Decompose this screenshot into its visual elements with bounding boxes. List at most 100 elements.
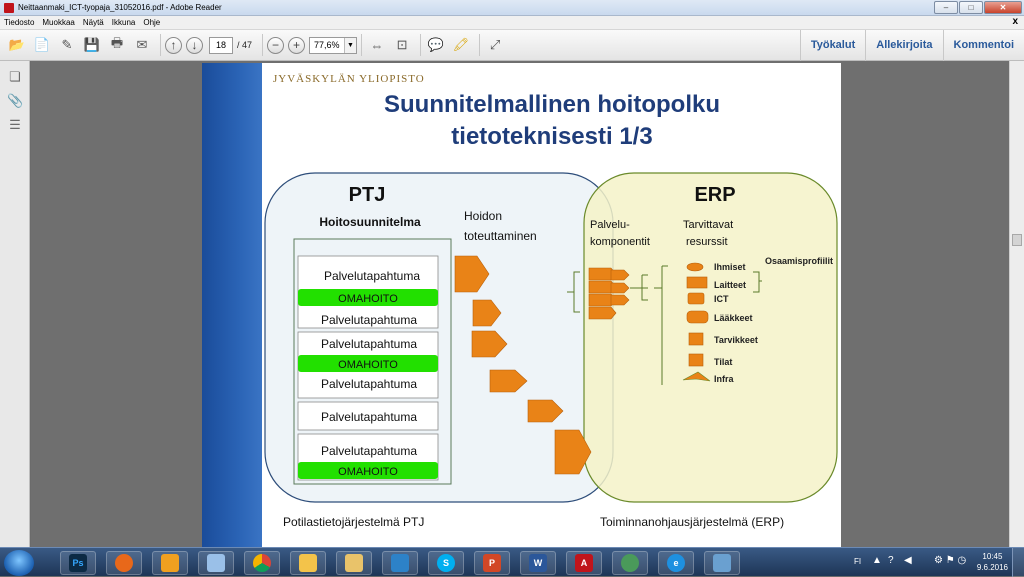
resource-label: ICT — [714, 294, 729, 304]
tools-link[interactable]: Työkalut — [800, 30, 865, 61]
resource-label: Ihmiset — [714, 262, 746, 272]
next-page-icon[interactable]: ↓ — [186, 37, 203, 54]
service-event: Palvelutapahtuma — [321, 377, 417, 391]
taskbar-app-skype[interactable]: S — [428, 551, 464, 575]
selfcare-label: OMAHOITO — [338, 293, 398, 305]
service-event: Palvelutapahtuma — [321, 444, 417, 458]
service-event: Palvelutapahtuma — [321, 313, 417, 327]
people-icon — [687, 263, 703, 271]
help-icon[interactable]: ? — [888, 555, 894, 566]
erp-full-name: Toiminnanohjausjärjestelmä (ERP) — [600, 515, 784, 529]
tray-icons[interactable]: ⚙ ⚑ ◷ — [934, 555, 966, 566]
toolbar: 📂 📄 ✎ 💾 🖶 ✉ ↑ ↓ 18 / 47 − + 77,6% ▼ ⇔ ⊡ 💬… — [0, 30, 1024, 61]
zoom-out-icon[interactable]: − — [267, 37, 284, 54]
highlight-icon[interactable]: 🖍 — [450, 34, 472, 56]
diagram: PTJ ERP Hoitosuunnitelma Hoidon toteutta… — [202, 63, 841, 547]
clock-time: 10:45 — [977, 551, 1008, 562]
taskbar-app-internet-explorer[interactable]: e — [658, 551, 694, 575]
fit-page-icon[interactable]: ⊡ — [391, 34, 413, 56]
page-number-input[interactable]: 18 — [209, 37, 233, 54]
equipment-icon — [687, 277, 707, 288]
taskbar-app-chrome[interactable] — [244, 551, 280, 575]
taskbar-app-outlook[interactable] — [290, 551, 326, 575]
clock[interactable]: 10:45 9.6.2016 — [977, 551, 1008, 573]
taskbar-app-word[interactable]: W — [520, 551, 556, 575]
resource-label: Lääkkeet — [714, 313, 753, 323]
start-button[interactable] — [4, 550, 34, 576]
adobe-reader-icon — [4, 3, 14, 13]
taskbar-app-paint[interactable] — [198, 551, 234, 575]
zoom-value: 77,6% — [314, 40, 340, 50]
taskbar-app-media[interactable] — [152, 551, 188, 575]
print-icon[interactable]: 🖶 — [106, 34, 128, 56]
resource-label: Infra — [714, 374, 734, 384]
erp-label: ERP — [694, 184, 735, 206]
open-icon[interactable]: 📂 — [6, 34, 28, 56]
taskbar-app-lync[interactable] — [382, 551, 418, 575]
navigation-pane: ❏ 📎 ☰ — [0, 61, 30, 547]
comment-icon[interactable]: 💬 — [425, 34, 447, 56]
taskbar-app-photos[interactable] — [704, 551, 740, 575]
sign-link[interactable]: Allekirjoita — [865, 30, 942, 61]
menu-item-help[interactable]: Ohje — [143, 18, 160, 27]
attachments-icon[interactable]: 📎 — [7, 93, 23, 109]
close-document-button[interactable]: x — [1012, 16, 1018, 27]
scrollbar-thumb[interactable] — [1012, 234, 1022, 246]
comment-link[interactable]: Kommentoi — [943, 30, 1024, 61]
page-total: / 47 — [237, 40, 252, 50]
zoom-select[interactable]: 77,6% ▼ — [309, 37, 357, 54]
previous-page-icon[interactable]: ↑ — [165, 37, 182, 54]
close-button[interactable]: ✕ — [984, 1, 1022, 14]
minimize-button[interactable]: – — [934, 1, 958, 14]
chevron-down-icon[interactable]: ▼ — [344, 38, 356, 53]
show-desktop-button[interactable] — [1012, 548, 1024, 577]
resource-label: Tarvikkeet — [714, 335, 758, 345]
taskbar-app-powerpoint[interactable]: P — [474, 551, 510, 575]
full-screen-icon[interactable]: ⤢ — [484, 34, 506, 56]
taskbar-app-photoshop[interactable]: Ps — [60, 551, 96, 575]
volume-icon[interactable]: ◀ — [904, 555, 912, 566]
page-thumbnails-icon[interactable]: ❏ — [7, 69, 23, 85]
ict-icon — [688, 293, 704, 304]
menu-item-file[interactable]: Tiedosto — [4, 18, 34, 27]
taskbar-app-firefox[interactable] — [106, 551, 142, 575]
care-plan-title: Hoitosuunnitelma — [319, 215, 421, 229]
taskbar: Ps S P W A e FI ▲ ? ◀ ⚙ ⚑ ◷ 10:45 9.6.20… — [0, 547, 1024, 576]
care-delivery-line2: toteuttaminen — [464, 229, 537, 243]
taskbar-app-explorer[interactable] — [336, 551, 372, 575]
taskbar-app-adobe-reader[interactable]: A — [566, 551, 602, 575]
supplies-icon — [689, 333, 703, 345]
menu-item-view[interactable]: Näytä — [83, 18, 104, 27]
selfcare-label: OMAHOITO — [338, 466, 398, 478]
save-icon[interactable]: 💾 — [81, 34, 103, 56]
service-event: Palvelutapahtuma — [324, 269, 420, 283]
fit-width-icon[interactable]: ⇔ — [366, 34, 388, 56]
system-tray: FI ▲ ? ◀ ⚙ ⚑ ◷ 10:45 9.6.2016 — [804, 548, 1024, 577]
menu-bar: Tiedosto Muokkaa Näytä Ikkuna Ohje x — [0, 16, 1024, 30]
required-resources-line2: resurssit — [686, 236, 728, 248]
vertical-scrollbar[interactable] — [1009, 61, 1024, 547]
pdf-page: JYVÄSKYLÄN YLIOPISTO Suunnitelmallinen h… — [202, 63, 841, 547]
maximize-button[interactable]: □ — [959, 1, 983, 14]
competence-profiles-label: Osaamisprofiilit — [765, 256, 833, 266]
zoom-in-icon[interactable]: + — [288, 37, 305, 54]
menu-item-window[interactable]: Ikkuna — [112, 18, 136, 27]
care-delivery-line1: Hoidon — [464, 209, 502, 223]
taskbar-app-network[interactable] — [612, 551, 648, 575]
network-icon[interactable]: ▲ — [872, 555, 882, 566]
clock-date: 9.6.2016 — [977, 562, 1008, 573]
medicine-icon — [687, 311, 708, 323]
email-icon[interactable]: ✉ — [131, 34, 153, 56]
ptj-full-name: Potilastietojärjestelmä PTJ — [283, 515, 424, 529]
resource-label: Laitteet — [714, 280, 746, 290]
ptj-label: PTJ — [349, 184, 386, 206]
window-titlebar: Neittaanmaki_ICT-tyopaja_31052016.pdf - … — [0, 0, 1024, 16]
bookmarks-icon[interactable]: ☰ — [7, 117, 23, 133]
facilities-icon — [689, 354, 703, 366]
selfcare-label: OMAHOITO — [338, 359, 398, 371]
language-indicator[interactable]: FI — [854, 557, 861, 566]
create-pdf-icon[interactable]: 📄 — [31, 34, 53, 56]
service-event: Palvelutapahtuma — [321, 410, 417, 424]
menu-item-edit[interactable]: Muokkaa — [42, 18, 74, 27]
edit-icon[interactable]: ✎ — [56, 34, 78, 56]
